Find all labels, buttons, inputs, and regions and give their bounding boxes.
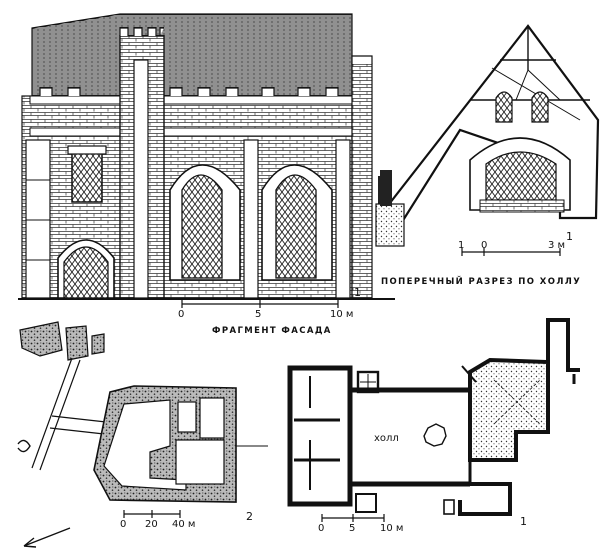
facade-small-window xyxy=(71,151,103,203)
site-scale: 0 20 40 м xyxy=(120,510,195,530)
site-scale-20: 20 xyxy=(145,519,158,530)
floor-scale-0: 0 xyxy=(318,523,324,534)
side-column xyxy=(351,63,373,299)
hall-label: холл xyxy=(374,433,399,444)
section-window xyxy=(485,151,557,201)
site-symbol-icon xyxy=(17,439,31,453)
section-drawing: 1 0 3 м ПОПЕРЕЧНЫЙ РАЗРЕЗ ПО ХОЛЛУ 1 xyxy=(375,24,600,287)
section-number: 1 xyxy=(566,230,573,243)
facade-number: 1 xyxy=(354,286,361,299)
site-scale-0: 0 xyxy=(120,519,126,530)
facade-caption: ФРАГМЕНТ ФАСАДА xyxy=(212,326,332,336)
facade-drawing: 0 5 10 м ФРАГМЕНТ ФАСАДА 1 xyxy=(18,13,395,336)
floor-number: 1 xyxy=(520,515,527,528)
facade-scale: 0 5 10 м xyxy=(178,300,353,320)
floor-plan: холл 0 5 10 м 1 xyxy=(287,318,580,534)
section-scale: 1 0 3 м xyxy=(458,240,565,256)
site-plan: 0 20 40 м 2 xyxy=(17,321,268,548)
site-scale-40: 40 м xyxy=(172,519,195,530)
hall-octagon xyxy=(423,423,447,447)
orientation-arrow-icon xyxy=(23,527,71,548)
section-roof-truss xyxy=(384,24,600,224)
site-number: 2 xyxy=(246,510,253,523)
section-scale-0: 0 xyxy=(481,240,487,251)
floor-scale-10: 10 м xyxy=(380,523,403,534)
section-scale-1: 1 xyxy=(458,240,464,251)
facade-scale-5: 5 xyxy=(255,309,261,320)
section-caption: ПОПЕРЕЧНЫЙ РАЗРЕЗ ПО ХОЛЛУ xyxy=(381,275,581,287)
floor-scale-5: 5 xyxy=(349,523,355,534)
section-scale-3: 3 м xyxy=(548,240,565,251)
floor-scale: 0 5 10 м xyxy=(318,514,403,534)
buttress-left xyxy=(25,139,51,299)
facade-gothic-window-1 xyxy=(181,174,223,279)
facade-scale-0: 0 xyxy=(178,309,184,320)
facade-gothic-window-2 xyxy=(275,174,317,279)
facade-roof xyxy=(31,13,353,97)
facade-scale-10: 10 м xyxy=(330,309,353,320)
